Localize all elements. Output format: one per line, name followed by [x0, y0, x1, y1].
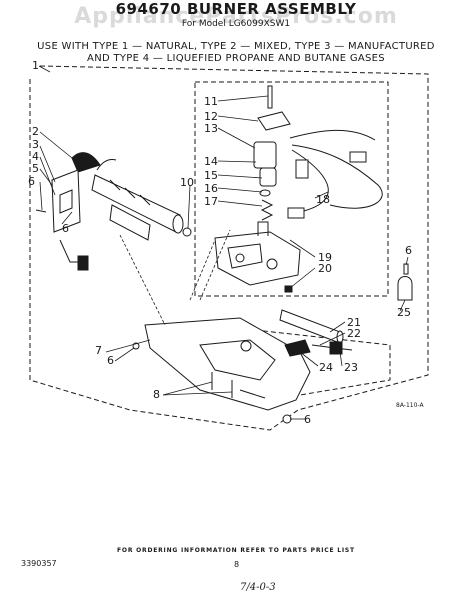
page-title: 694670 BURNER ASSEMBLY — [115, 0, 357, 18]
callout-23: 23 — [344, 361, 358, 374]
callout-7: 7 — [95, 344, 102, 357]
callout-15: 15 — [204, 169, 218, 182]
callout-12: 12 — [204, 110, 218, 123]
flame-spreader — [109, 204, 151, 241]
callout-6-bottom: 6 — [304, 413, 311, 426]
callout-25: 25 — [397, 306, 411, 319]
gas-valve-body — [214, 221, 301, 286]
callout-3: 3 — [32, 138, 39, 151]
burner-tube — [71, 152, 184, 234]
igniter-group-boundary — [254, 329, 391, 396]
callout-2: 2 — [32, 125, 39, 138]
burner-bracket — [51, 169, 89, 271]
callout-22: 22 — [347, 327, 361, 340]
callout-18: 18 — [316, 193, 330, 206]
drawing-code: 8A-110-A — [396, 402, 424, 409]
callout-17: 17 — [204, 195, 218, 208]
valve-coils — [253, 85, 291, 221]
callout-11: 11 — [204, 95, 218, 108]
callout-13: 13 — [204, 122, 218, 135]
igniter-parts — [279, 309, 353, 357]
wire-harness — [287, 129, 383, 219]
callout-6-right: 6 — [405, 244, 412, 257]
ordering-note: FOR ORDERING INFORMATION REFER TO PARTS … — [117, 547, 355, 554]
page-number: 8 — [234, 560, 240, 569]
callout-8: 8 — [153, 388, 160, 401]
callout-16: 16 — [204, 182, 218, 195]
callout-6-mid: 6 — [107, 354, 114, 367]
callout-6-left-top: 6 — [28, 175, 35, 188]
usage-line-2: AND TYPE 4 — LIQUEFIED PROPANE AND BUTAN… — [87, 53, 385, 64]
callout-5: 5 — [32, 162, 39, 175]
callout-6-left: 6 — [62, 222, 69, 235]
callout-24: 24 — [319, 361, 333, 374]
valve-group-boundary — [194, 81, 389, 297]
callout-19: 19 — [318, 251, 332, 264]
callout-21: 21 — [347, 316, 361, 329]
callout-10: 10 — [180, 176, 194, 189]
handwritten-note: 7/4-0-3 — [240, 582, 276, 593]
usage-line-1: USE WITH TYPE 1 — NATURAL, TYPE 2 — MIXE… — [37, 41, 435, 52]
callout-1: 1 — [32, 59, 39, 72]
callout-20: 20 — [318, 262, 332, 275]
mounting-plate — [144, 317, 311, 411]
model-number: For Model LG6099XSW1 — [181, 19, 291, 29]
callout-4: 4 — [32, 150, 39, 163]
callout-14: 14 — [204, 155, 218, 168]
part-number: 3390357 — [21, 559, 57, 568]
leader-lines — [38, 65, 409, 420]
pipe-clip — [397, 276, 413, 301]
